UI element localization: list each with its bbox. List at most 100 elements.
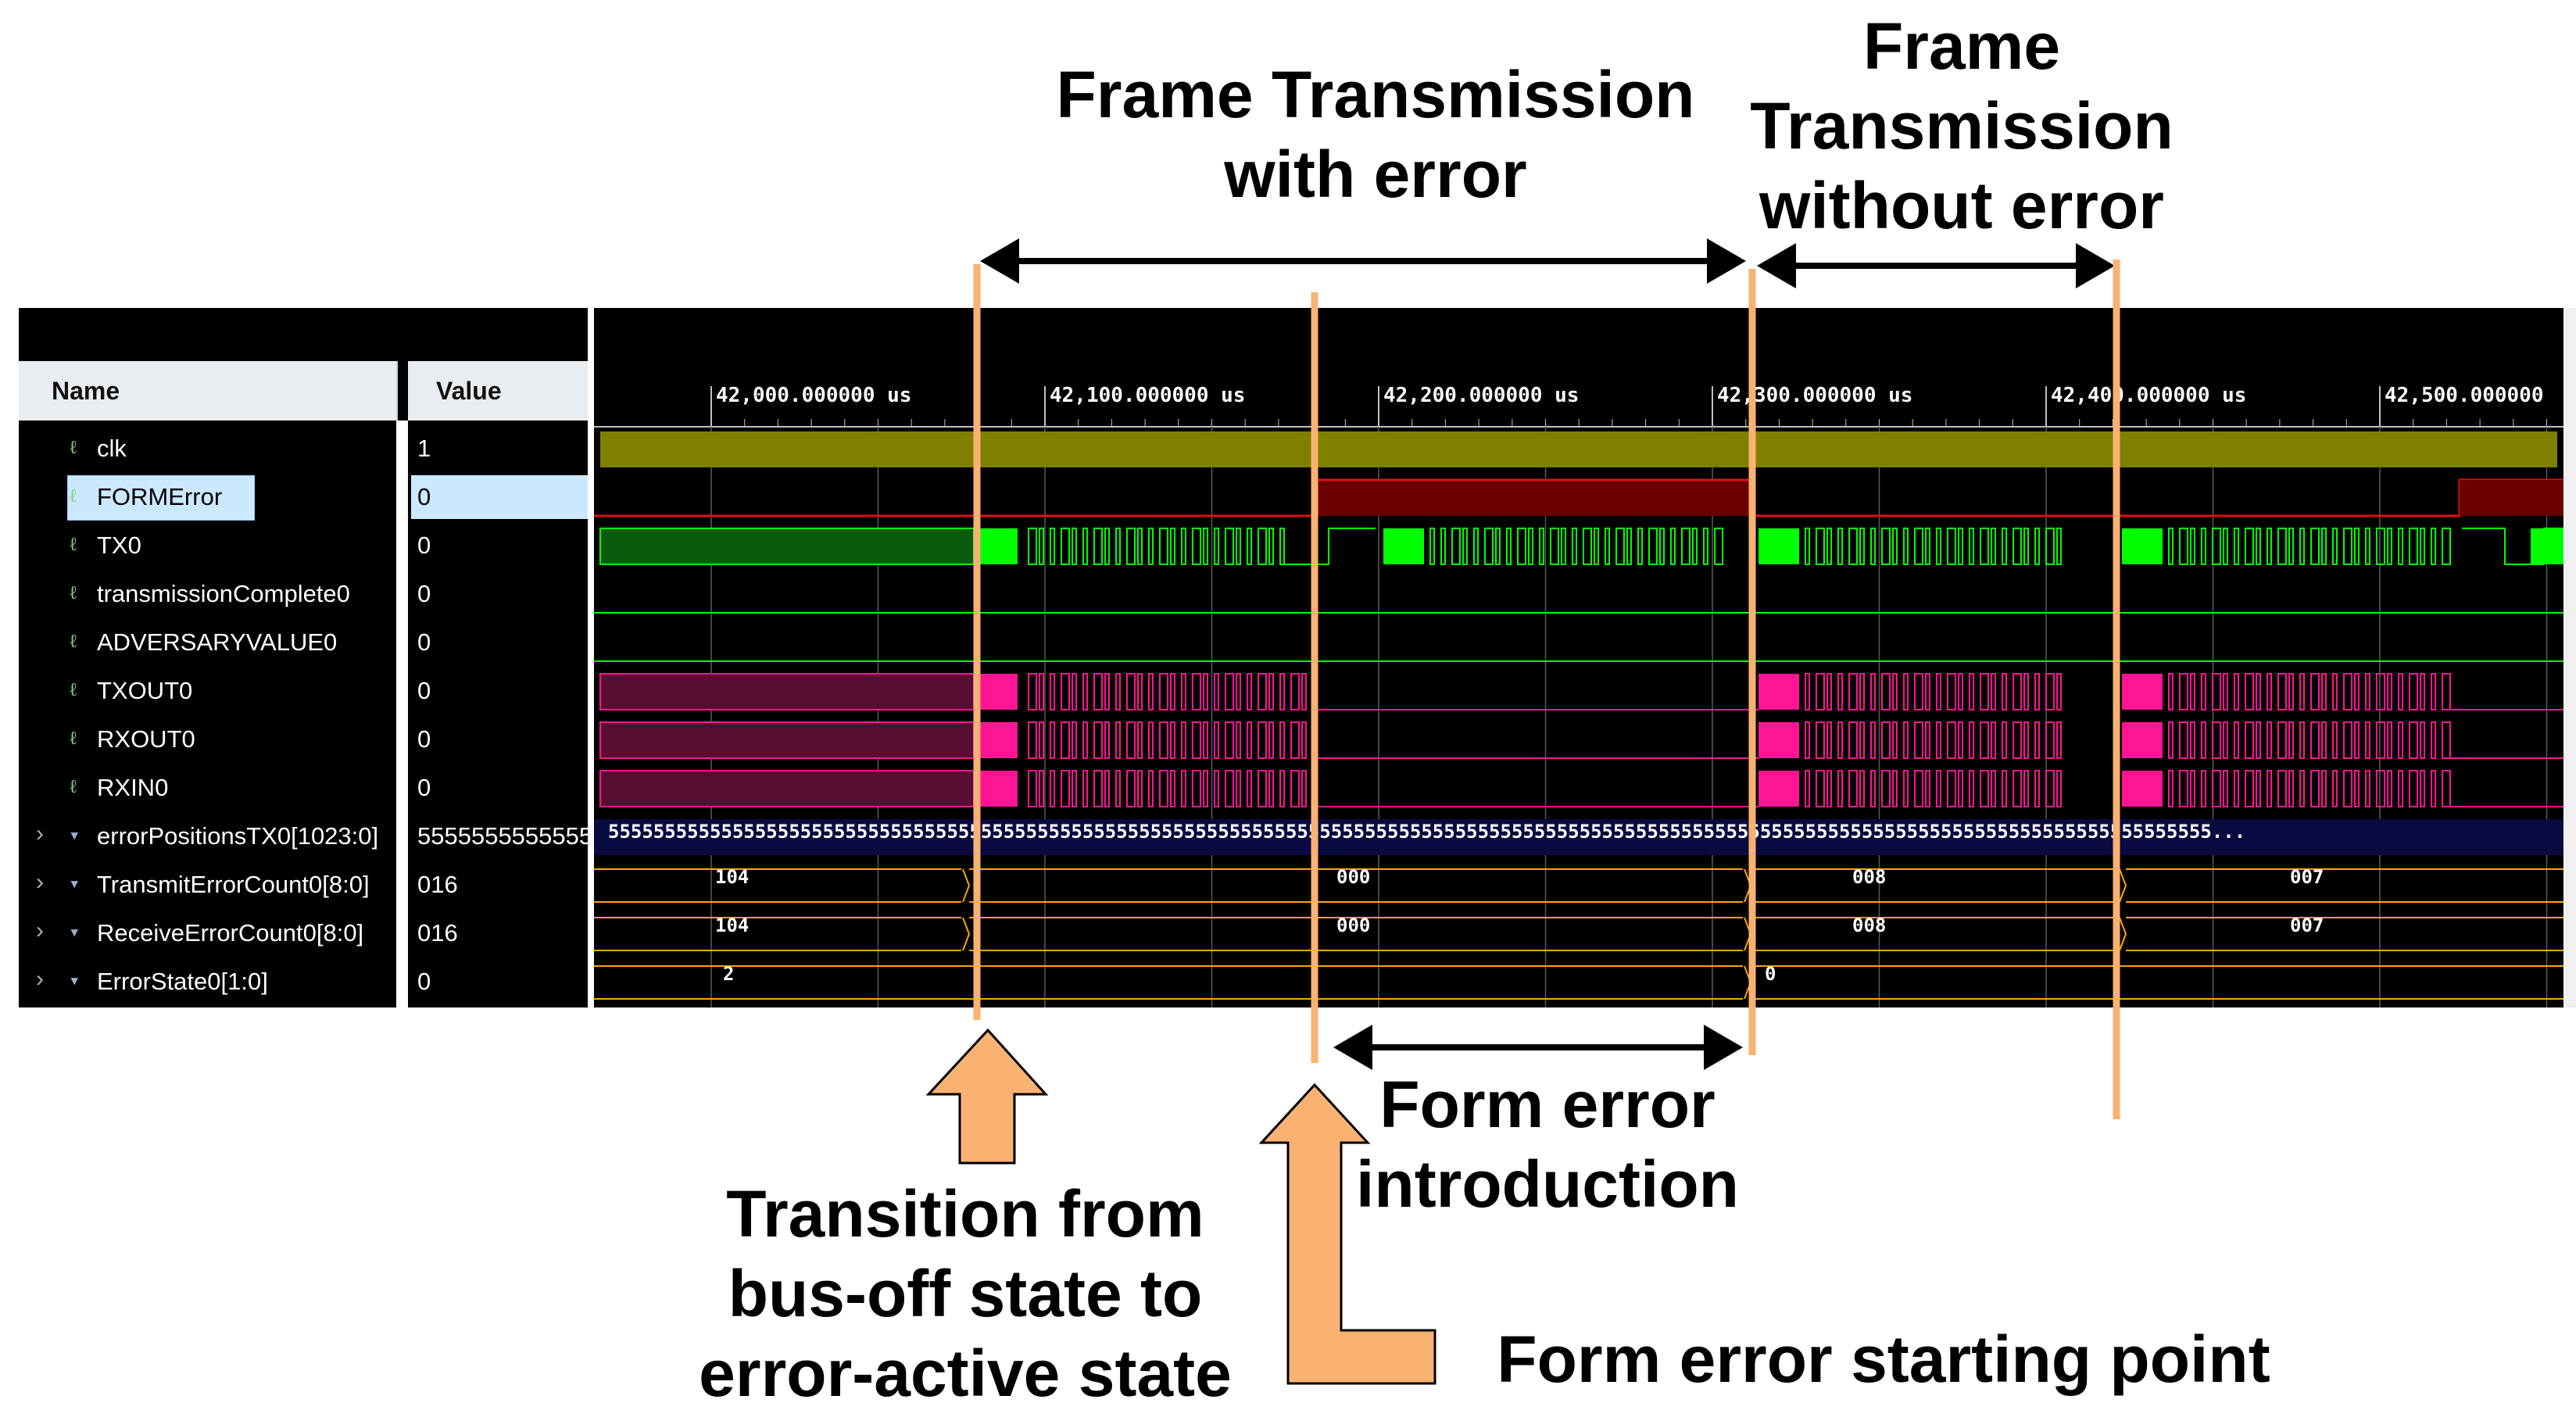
expand-chevron-icon[interactable]: › <box>36 869 44 895</box>
tx-bit <box>2354 528 2360 565</box>
pink-bit <box>1870 673 1876 710</box>
pink-bit <box>2223 673 2228 710</box>
formerror-high-region <box>2460 480 2563 516</box>
signal-value: 0 <box>417 531 431 559</box>
tx-bit <box>1583 528 1592 565</box>
pink-burst <box>977 771 1018 807</box>
tx-bit <box>1192 528 1201 565</box>
arrowhead-right <box>1704 1025 1743 1070</box>
name-column-header[interactable]: Name <box>19 361 398 421</box>
pink-bit <box>1301 673 1307 710</box>
pink-bit <box>1126 673 1136 710</box>
bus-signal-icon: ▾ <box>69 872 80 894</box>
receiveerrorcount-transition <box>2119 917 2127 951</box>
signal-row-rxout0[interactable]: ℓ RXOUT0 <box>19 716 396 764</box>
tx-bit <box>1093 528 1103 565</box>
pink-bit <box>1039 673 1044 710</box>
annotation-line: introduction <box>1356 1147 1739 1221</box>
pink-bit <box>2168 673 2174 710</box>
pink-bit <box>2343 673 2352 710</box>
bus-signal-icon: ▾ <box>69 969 80 991</box>
pink-bit <box>2332 721 2338 759</box>
clk-waveform <box>600 431 2557 467</box>
pink-bit <box>2442 673 2451 710</box>
pink-burst <box>2122 674 2163 710</box>
signal-row-adversaryvalue0[interactable]: ℓ ADVERSARYVALUE0 <box>19 619 396 667</box>
tx-bit <box>2190 528 2195 565</box>
pink-bit <box>1126 770 1136 807</box>
pink-bit <box>2332 770 2338 807</box>
signal-row-txout0[interactable]: ℓ TXOUT0 <box>19 667 396 716</box>
signal-row-receiveerrorcount0[interactable]: › ▾ ReceiveErrorCount0[8:0] <box>19 910 396 958</box>
tx-bit <box>1181 528 1186 565</box>
signal-value: 016 <box>417 871 458 898</box>
pink-bit <box>1892 770 1898 807</box>
pink-bit <box>1159 673 1168 710</box>
tx-bit <box>1214 528 1219 565</box>
pink-bit <box>1826 721 1832 759</box>
column-divider[interactable] <box>396 421 408 1007</box>
pink-bit <box>2256 673 2261 710</box>
pink-bit <box>1093 770 1103 807</box>
signal-row-errorstate0[interactable]: › ▾ ErrorState0[1:0] <box>19 958 396 1007</box>
pink-bit <box>1892 721 1898 759</box>
pink-bit <box>2212 721 2221 759</box>
pink-bit <box>1137 673 1143 710</box>
signal-name: errorPositionsTX0[1023:0] <box>97 822 379 850</box>
tx-burst <box>1383 528 1424 564</box>
pink-bit <box>2387 721 2392 759</box>
tx-bit <box>1637 528 1643 565</box>
expand-chevron-icon[interactable]: › <box>36 966 44 992</box>
signal-row-clk[interactable]: ℓ clk <box>19 425 396 474</box>
tx-bit <box>1039 528 1044 565</box>
signal-row-transmiterrorcount0[interactable]: › ▾ TransmitErrorCount0[8:0] <box>19 861 396 910</box>
pink-bit <box>2431 673 2436 710</box>
tx-bit <box>1659 528 1665 565</box>
signal-row-formerror[interactable]: ℓ FORMError <box>19 474 396 522</box>
pink-bit <box>2179 770 2188 807</box>
pink-bit <box>1969 721 1974 759</box>
up-arrow-form-error-start <box>1258 1083 1436 1385</box>
pink-bit <box>1050 770 1055 807</box>
tx-bit <box>1561 528 1566 565</box>
pink-bit <box>1050 721 1055 759</box>
signal-row-rxin0[interactable]: ℓ RXIN0 <box>19 764 396 813</box>
pink-burst <box>1758 722 1799 758</box>
transmiterrorcount-value: 008 <box>1852 866 1886 888</box>
pink-bit <box>2420 673 2425 710</box>
pink-bit <box>1137 721 1143 759</box>
pink-bit <box>2354 770 2360 807</box>
pink-bit <box>1980 673 1989 710</box>
pink-bit <box>2034 770 2040 807</box>
pink-bit <box>1236 721 1241 759</box>
pink-bit <box>1148 721 1154 759</box>
expand-chevron-icon[interactable]: › <box>36 918 44 943</box>
vertical-scrollbar[interactable] <box>2565 308 2576 1007</box>
tx-burst <box>977 528 1018 564</box>
pink-bit <box>2398 770 2403 807</box>
pink-idle-region <box>599 770 975 807</box>
tx-bit <box>1703 528 1708 565</box>
pink-bit <box>2190 673 2195 710</box>
pink-bit <box>1837 673 1843 710</box>
expand-chevron-icon[interactable]: › <box>36 821 44 846</box>
time-tick-label: 42,400.000000 us <box>2051 384 2246 407</box>
pink-bit <box>1192 770 1201 807</box>
pink-bit <box>1859 770 1865 807</box>
pink-bit <box>2012 673 2022 710</box>
pink-bit <box>1236 673 1241 710</box>
pink-bit <box>1290 770 1300 807</box>
signal-row-errorpositionstx0[interactable]: › ▾ errorPositionsTX0[1023:0] <box>19 813 396 861</box>
tx-bit <box>1451 528 1461 565</box>
signal-row-transmissioncomplete0[interactable]: ℓ transmissionComplete0 <box>19 571 396 619</box>
signal-row-tx0[interactable]: ℓ TX0 <box>19 522 396 571</box>
value-column-header[interactable]: Value <box>408 361 588 421</box>
annotation-form-error-starting-point: Form error starting point <box>1469 1319 2298 1399</box>
pink-bit <box>1903 721 1909 759</box>
pink-bit <box>2354 673 2360 710</box>
pink-bit <box>1892 673 1898 710</box>
pink-bit <box>1115 673 1121 710</box>
pink-idle-region <box>599 721 975 759</box>
